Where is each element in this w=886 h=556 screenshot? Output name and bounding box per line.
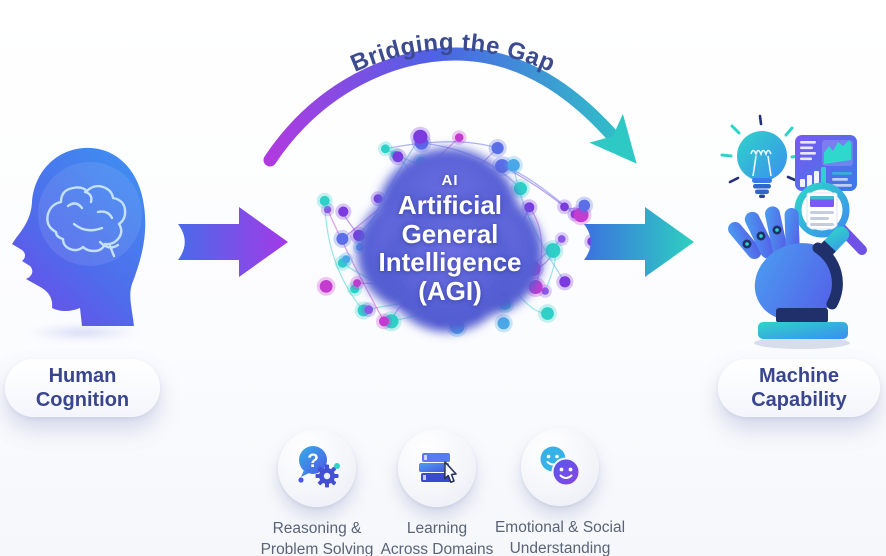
emotional-icon-circle	[521, 428, 599, 506]
smiley-faces-icon	[540, 446, 581, 487]
cursor-icon	[444, 461, 457, 483]
head-shadow	[26, 326, 140, 339]
agi-line-2: General	[401, 218, 499, 249]
capability-item-reasoning: ?	[237, 429, 397, 556]
question-glyph: ?	[307, 451, 319, 472]
human-cognition-label: Human Cognition	[5, 359, 160, 417]
agi-title: AI Artificial General Intelligence (AGI)	[345, 172, 555, 305]
machine-capability-line2: Capability	[751, 389, 847, 411]
gear-icon	[315, 463, 340, 488]
hand-shadow	[754, 337, 850, 349]
flow-arrow-right	[584, 207, 694, 277]
machine-capability-label: Machine Capability	[718, 359, 880, 417]
brain-icon	[46, 184, 127, 258]
agi-network-illustration	[316, 126, 600, 337]
question-gear-icon: ?	[298, 446, 340, 488]
magnifier-icon	[794, 182, 867, 255]
agi-line-1: Artificial	[397, 190, 503, 220]
human-head-illustration	[12, 147, 146, 326]
books-cursor-icon	[419, 453, 457, 483]
human-cognition-line2: Cognition	[35, 389, 130, 411]
learning-label: Learning Across Domains	[380, 520, 494, 556]
agi-line-4: (AGI)	[418, 275, 482, 306]
human-cognition-line1: Human	[48, 364, 117, 387]
agi-line-3: Intelligence	[378, 247, 522, 278]
dashboard-icon	[795, 135, 857, 191]
capability-item-emotional: Emotional & Social Understanding	[480, 428, 640, 556]
lightbulb-icon	[720, 114, 802, 198]
agi-core-blob	[357, 148, 543, 332]
robot-hand-icon	[728, 206, 850, 339]
reasoning-label: Reasoning & Problem Solving	[260, 520, 374, 556]
capability-item-learning: Learning Across Domains	[357, 429, 517, 556]
arc-arrow	[263, 47, 637, 167]
learning-icon-circle	[398, 429, 476, 507]
machine-capability-line1: Machine	[758, 364, 840, 387]
bridging-arc: Bridging the Gap	[263, 29, 637, 167]
emotional-label: Emotional & Social Understanding	[494, 519, 626, 556]
flow-arrow-left	[178, 207, 288, 277]
machine-capability-illustration	[720, 114, 867, 349]
ai-badge: AI	[441, 172, 459, 189]
reasoning-icon-circle: ?	[278, 429, 356, 507]
